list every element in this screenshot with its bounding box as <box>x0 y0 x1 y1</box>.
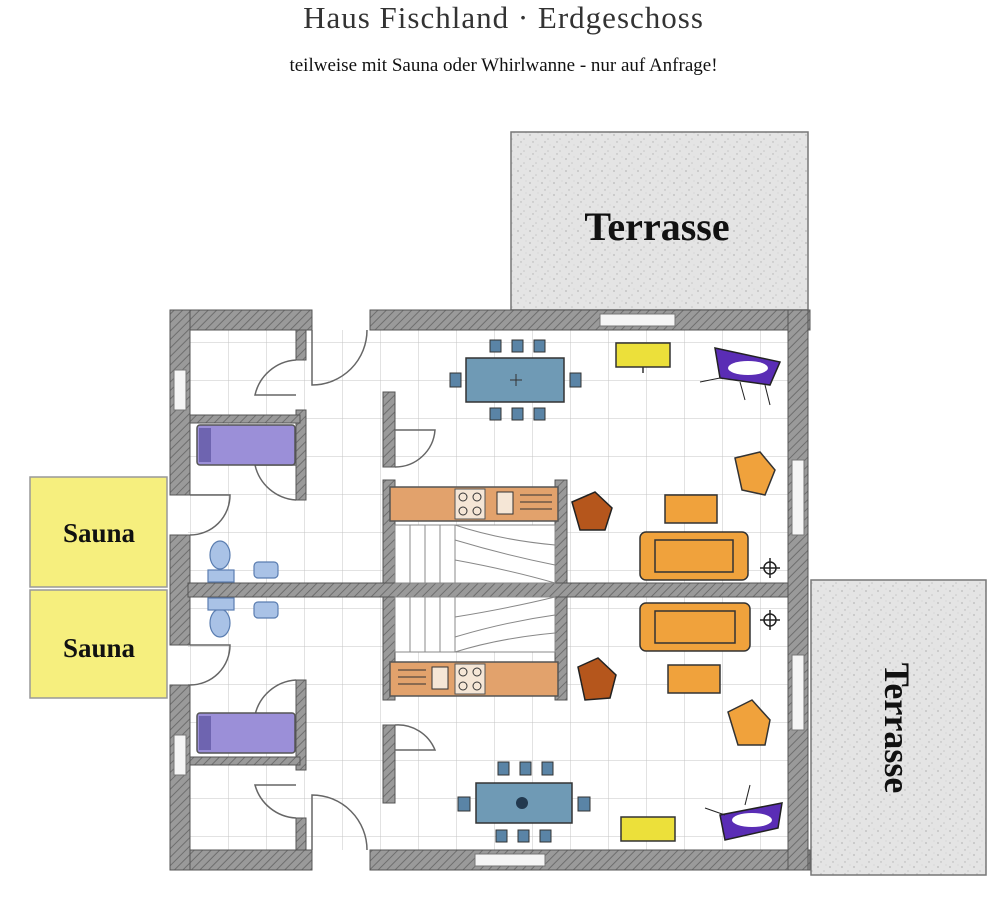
bathroom-fixtures <box>207 540 279 638</box>
living-lower <box>639 602 771 746</box>
kitchen-upper <box>389 486 559 522</box>
page-title: Haus Fischland · Erdgeschoss <box>303 0 704 35</box>
dining-set-lower <box>457 761 591 843</box>
bathtub-lower <box>196 712 296 754</box>
page-subtitle: teilweise mit Sauna oder Whirlwanne - nu… <box>289 55 718 76</box>
tv-lower <box>704 784 783 841</box>
living-upper <box>639 451 776 581</box>
sauna-lower: Sauna <box>29 589 168 699</box>
terrace-top-label: Terrasse <box>584 204 729 249</box>
terrace-right-label: Terrasse <box>877 663 917 794</box>
tv-upper <box>699 347 782 406</box>
party-wall <box>187 582 789 598</box>
terrace-top: Terrasse <box>510 131 809 311</box>
kitchen-lower <box>389 661 559 697</box>
side-tables <box>615 342 676 842</box>
terrace-right: Terrasse <box>810 579 987 876</box>
bathtub-upper <box>196 424 296 466</box>
sauna-lower-label: Sauna <box>63 633 136 663</box>
floor-lamps <box>760 558 780 630</box>
sauna-upper: Sauna <box>29 476 168 588</box>
armchairs-brown <box>571 491 617 701</box>
sauna-upper-label: Sauna <box>63 518 136 548</box>
windows <box>173 313 805 867</box>
staircase <box>394 524 556 653</box>
dining-set-upper <box>449 339 582 421</box>
